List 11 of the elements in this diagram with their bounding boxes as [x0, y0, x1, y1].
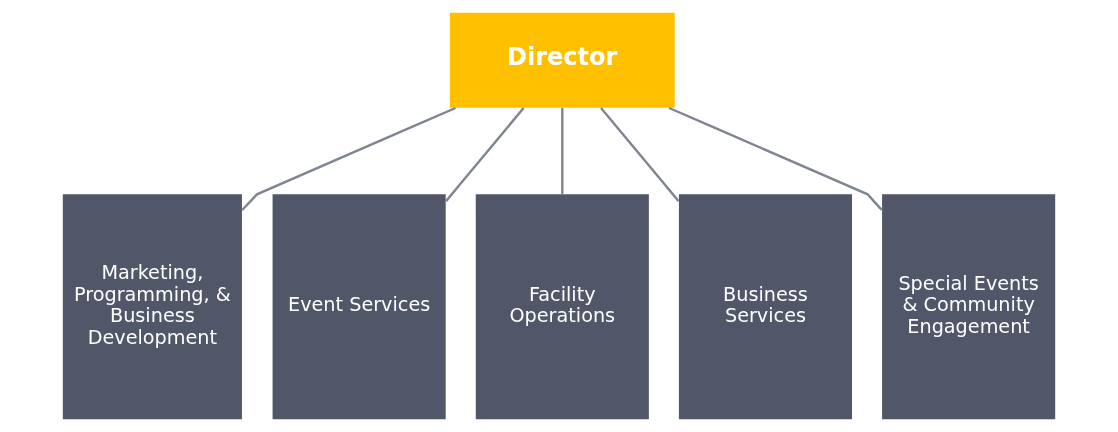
connector: [668, 106, 883, 211]
connector: [241, 106, 456, 212]
node-box: Business Services: [678, 194, 853, 420]
connector: [600, 107, 680, 202]
connector: [561, 108, 564, 194]
node-box: Marketing, Programming, & Business Development: [62, 194, 242, 420]
node-box: Event Services: [272, 194, 446, 420]
node-box: Director: [449, 12, 675, 108]
node-box: Special Events & Community Engagement: [882, 194, 1056, 420]
connector: [445, 107, 525, 202]
node-box: Facility Operations: [475, 194, 649, 420]
